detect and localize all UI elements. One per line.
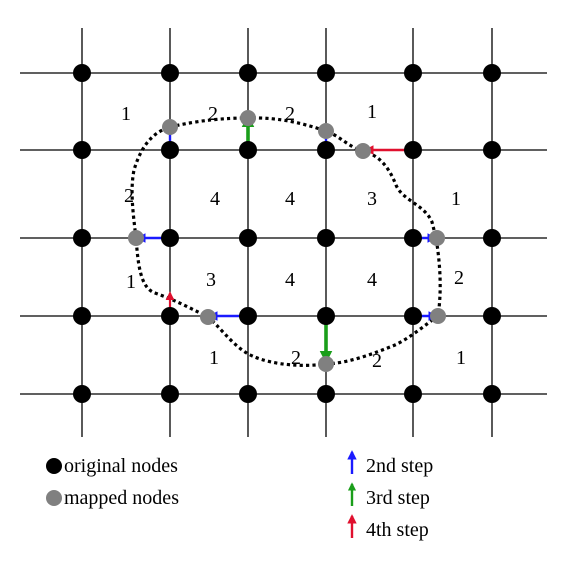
cell-label: 1 [451, 188, 461, 210]
original-node [239, 64, 257, 82]
original-node [317, 64, 335, 82]
original-node [404, 64, 422, 82]
legend-original-node-icon [46, 458, 62, 474]
original-node [317, 307, 335, 325]
cell-label: 3 [206, 269, 216, 291]
mapped-node [429, 230, 445, 246]
original-node [73, 64, 91, 82]
original-node [404, 229, 422, 247]
cell-labels: 1 2 2 1 2 4 4 3 1 1 3 4 4 2 1 2 2 1 [121, 101, 466, 372]
legend-step2-label: 2nd step [366, 455, 433, 477]
original-node [161, 141, 179, 159]
original-node [404, 307, 422, 325]
cell-label: 3 [367, 188, 377, 210]
original-node [73, 385, 91, 403]
original-node [483, 141, 501, 159]
cell-label: 4 [210, 188, 220, 210]
original-node [483, 307, 501, 325]
original-node [404, 141, 422, 159]
legend-mapped-label: mapped nodes [64, 487, 179, 509]
cell-label: 4 [367, 269, 377, 291]
original-node [73, 307, 91, 325]
mapped-boundary-curve [130, 116, 442, 367]
original-node [73, 229, 91, 247]
step-arrows [136, 114, 438, 364]
mapped-nodes-group [128, 110, 446, 372]
legend-mapped-node-icon [46, 490, 62, 506]
legend-step3-label: 3rd step [366, 487, 430, 509]
original-nodes-group [73, 64, 501, 403]
cell-label: 1 [367, 101, 377, 123]
cell-label: 1 [456, 347, 466, 369]
mapped-node [200, 309, 216, 325]
mapped-node [430, 308, 446, 324]
original-node [161, 307, 179, 325]
legend-step4-label: 4th step [366, 519, 429, 541]
original-node [317, 141, 335, 159]
original-node [161, 385, 179, 403]
cell-label: 4 [285, 269, 295, 291]
cell-label: 2 [372, 350, 382, 372]
original-node [239, 229, 257, 247]
original-node [483, 64, 501, 82]
original-node [483, 229, 501, 247]
original-node [239, 141, 257, 159]
mapped-node [240, 110, 256, 126]
cell-label: 2 [285, 103, 295, 125]
original-node [73, 141, 91, 159]
cell-label: 2 [454, 267, 464, 289]
original-node [239, 307, 257, 325]
original-node [161, 229, 179, 247]
mapped-node [318, 356, 334, 372]
original-node [483, 385, 501, 403]
cell-label: 2 [291, 347, 301, 369]
legend: original nodes mapped nodes 2nd step 3rd… [46, 450, 433, 541]
cell-label: 1 [209, 347, 219, 369]
original-node [239, 385, 257, 403]
original-node [404, 385, 422, 403]
original-node [317, 385, 335, 403]
original-node [161, 64, 179, 82]
cell-label: 4 [285, 188, 295, 210]
mapped-node [318, 123, 334, 139]
grid-lines [20, 28, 547, 437]
legend-original-label: original nodes [64, 455, 178, 477]
original-node [317, 229, 335, 247]
cell-label: 1 [126, 271, 136, 293]
mapped-node [355, 143, 371, 159]
cell-label: 2 [208, 103, 218, 125]
cell-label: 2 [124, 185, 134, 207]
mapped-node [128, 230, 144, 246]
mapped-node [162, 119, 178, 135]
cell-label: 1 [121, 103, 131, 125]
